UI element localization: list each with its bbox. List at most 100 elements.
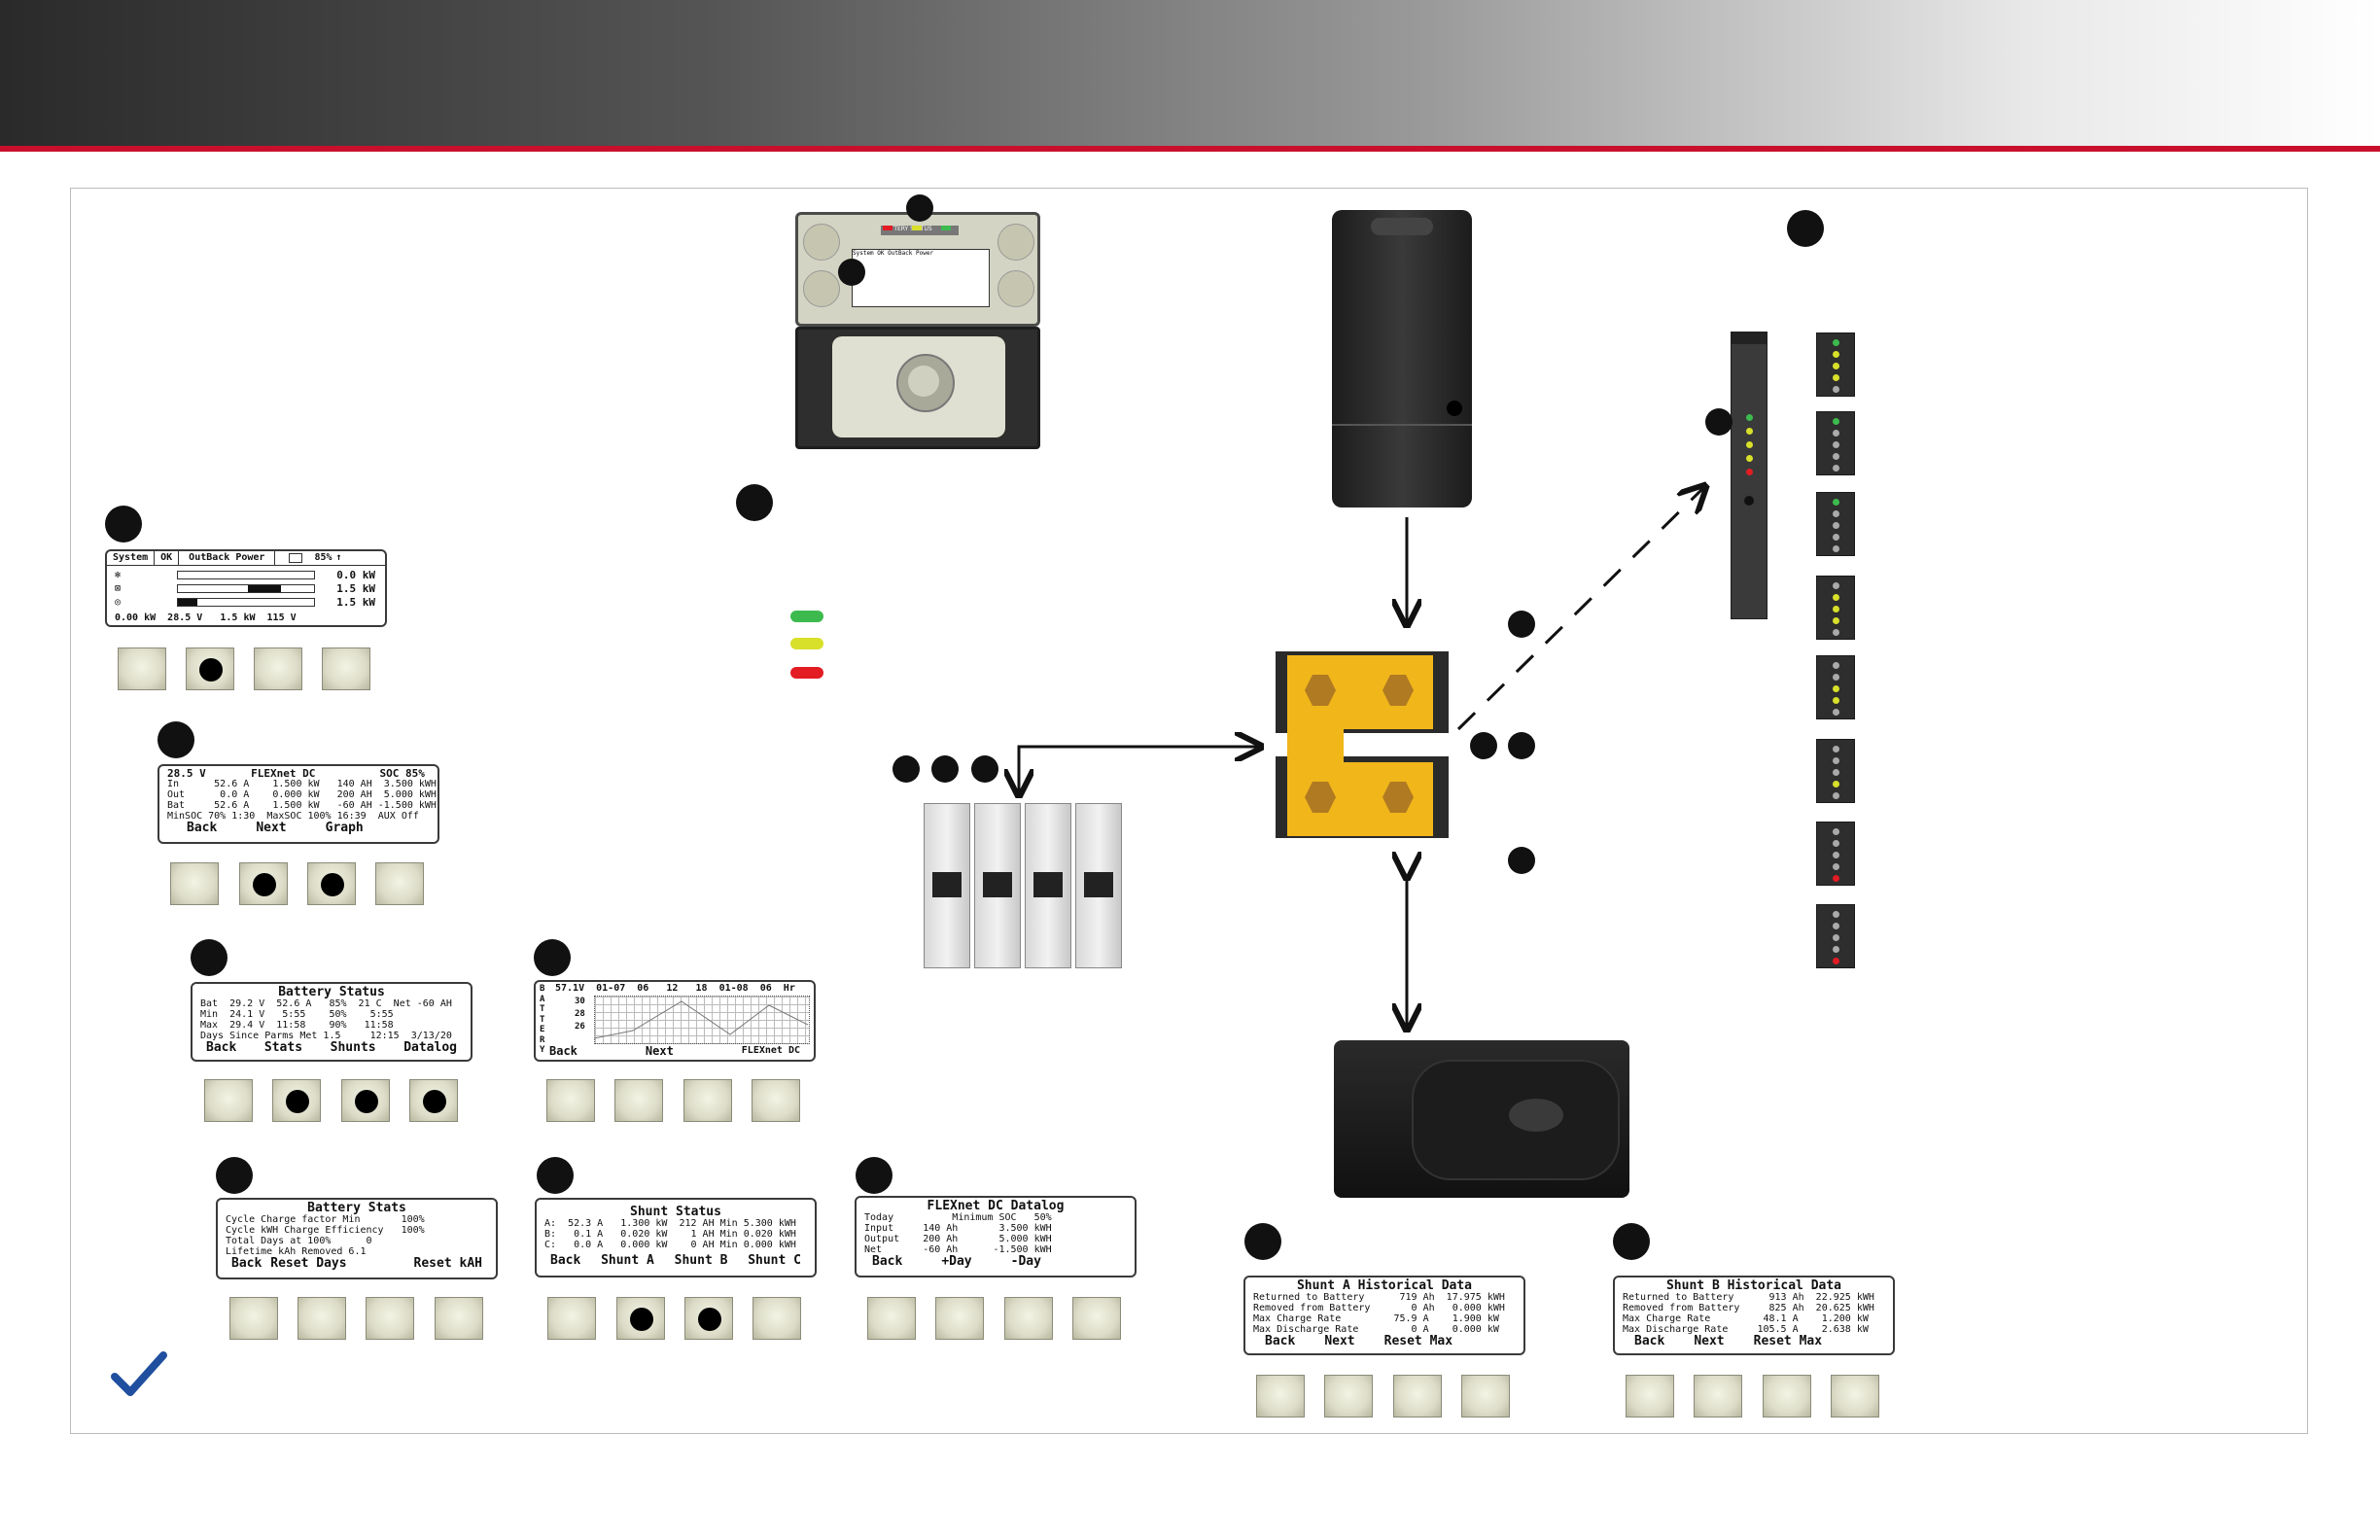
shunt-b-history-screen: Shunt B Historical Data Returned to Batt… [1613, 1276, 1895, 1355]
softkey-next[interactable] [1324, 1375, 1373, 1418]
pv-bar [177, 571, 315, 579]
battery-stats-row: Cycle kWH Charge Efficiency 100% [226, 1225, 425, 1236]
datalog-screen: FLEXnet DC Datalog Today Minimum SOC 50%… [855, 1196, 1137, 1278]
callout-badge [1508, 732, 1535, 759]
shunt-a-history-screen: Shunt A Historical Data Returned to Batt… [1243, 1276, 1525, 1355]
softkey-3[interactable] [366, 1297, 414, 1340]
softkey-next[interactable] [1694, 1375, 1742, 1418]
softkey-reset-max[interactable] [1393, 1375, 1442, 1418]
callout-badge [1508, 611, 1535, 638]
shunt-a-row: Max Discharge Rate 0 A 0.000 kW [1253, 1324, 1499, 1335]
soc-led-state [1816, 655, 1855, 719]
softkey-1[interactable] [546, 1079, 595, 1122]
shunt-b-row: Max Discharge Rate 105.5 A 2.638 kW [1623, 1324, 1869, 1335]
softkey-back[interactable] [867, 1297, 916, 1340]
softkey-back[interactable] [204, 1079, 253, 1122]
softkey-back[interactable] [1256, 1375, 1305, 1418]
breaker [1075, 803, 1122, 968]
softkey-1[interactable] [118, 648, 166, 690]
flexnet-row-bat: Bat 52.6 A 1.500 kW -60 AH -1.500 kWH [167, 800, 437, 811]
softkey-stats[interactable] [272, 1079, 321, 1122]
mate3-hotkey[interactable] [803, 224, 840, 261]
softkey-2[interactable] [614, 1079, 663, 1122]
callout-badge [537, 1157, 574, 1194]
soc-led-state [1816, 332, 1855, 397]
softkey-label-back: Back [549, 1044, 578, 1058]
softkey-back[interactable] [170, 862, 219, 905]
mate3-led-yellow [912, 226, 922, 230]
softkey-reset-kah[interactable] [435, 1297, 483, 1340]
softkey-label-next: Next [1694, 1334, 1725, 1348]
graph-letter: T [540, 1004, 545, 1014]
softkey-datalog[interactable] [409, 1079, 458, 1122]
callout-badge [534, 939, 571, 976]
softkey-4[interactable] [322, 648, 370, 690]
mate3-led-green [941, 226, 951, 230]
mate3-lcd-header: System OK OutBack Power [853, 250, 934, 257]
shunt-a-row: Removed from Battery 0 Ah 0.000 kWH [1253, 1303, 1505, 1313]
battery-monitor [1731, 332, 1768, 619]
softkey-4[interactable] [375, 862, 424, 905]
softkey-shunts[interactable] [341, 1079, 390, 1122]
softkey-label-reset-max: Reset Max [1753, 1334, 1823, 1348]
soc-led-state [1816, 822, 1855, 886]
callout-badge [1787, 210, 1824, 247]
softkey-4[interactable] [1461, 1375, 1510, 1418]
battery-icon [289, 553, 303, 563]
softkey-4[interactable] [1072, 1297, 1121, 1340]
softkey-back[interactable] [1626, 1375, 1674, 1418]
softkey-reset-days[interactable] [298, 1297, 346, 1340]
pv-power: 0.0 kW [336, 569, 375, 581]
soc-led-state [1816, 576, 1855, 640]
softkey-shunt-c[interactable] [752, 1297, 801, 1340]
mate3-hotkey[interactable] [998, 270, 1034, 307]
softkey-4[interactable] [752, 1079, 800, 1122]
graph-letter: B [540, 984, 545, 994]
softkey-minus-day[interactable] [1004, 1297, 1053, 1340]
mate3-led-red [883, 226, 892, 230]
softkey-label-back: Back [872, 1254, 903, 1269]
softkey-back[interactable] [547, 1297, 596, 1340]
mate3-hotkey[interactable] [998, 224, 1034, 261]
battery-power: 1.5 kW [336, 582, 375, 595]
softkey-reset-max[interactable] [1763, 1375, 1811, 1418]
softkey-3[interactable] [254, 648, 302, 690]
dc-breakers [924, 803, 1122, 968]
callout-badge [1508, 847, 1535, 874]
battery-bar-icon: ⊠ [115, 583, 122, 594]
battery-stats-screen: Battery Stats Cycle Charge factor Min 10… [216, 1198, 498, 1279]
battery-stats-title: Battery Stats [307, 1201, 406, 1215]
battery-status-title: Battery Status [278, 985, 385, 999]
breaker [1025, 803, 1071, 968]
shunt-status-row: C: 0.0 A 0.000 kW 0 AH Min 0.000 kWH [544, 1240, 796, 1250]
battery-stats-row: Cycle Charge factor Min 100% [226, 1214, 425, 1225]
graph-y-tick: 28 [575, 1009, 585, 1019]
mate3-hotkey[interactable] [803, 270, 840, 307]
callout-badge [736, 484, 773, 521]
softkey-next[interactable] [239, 862, 288, 905]
checkmark-icon [111, 1351, 167, 1396]
load-power: 1.5 kW [336, 596, 375, 609]
graph-plot-area [594, 996, 810, 1044]
softkey-shunt-a[interactable] [616, 1297, 665, 1340]
mate3-controller: System OK OutBack Power BATTERY STATUS B… [795, 212, 1040, 449]
datalog-row: Today Minimum SOC 50% [864, 1212, 1052, 1223]
softkey-2[interactable] [186, 648, 234, 690]
callout-badge [1470, 732, 1497, 759]
softkey-4[interactable] [1831, 1375, 1879, 1418]
softkey-plus-day[interactable] [935, 1297, 984, 1340]
softkey-label-back: Back [1634, 1334, 1665, 1348]
softkey-back[interactable] [229, 1297, 278, 1340]
softkey-graph[interactable] [307, 862, 356, 905]
softkey-label-shunts: Shunts [330, 1040, 376, 1055]
softkey-3[interactable] [683, 1079, 732, 1122]
datalog-row: Input 140 Ah 3.500 kWH [864, 1223, 1052, 1234]
shunt-a-title: Shunt A Historical Data [1296, 1278, 1472, 1293]
battery-status-row: Min 24.1 V 5:55 50% 5:55 [200, 1009, 394, 1020]
softkey-label-shunt-b: Shunt B [674, 1253, 728, 1268]
soc-value: 85% [314, 552, 332, 563]
mate3-lcd: System OK OutBack Power [852, 249, 990, 307]
diagram-frame [70, 188, 2308, 1434]
softkey-shunt-b[interactable] [684, 1297, 733, 1340]
mate3-center-button[interactable] [908, 366, 939, 397]
